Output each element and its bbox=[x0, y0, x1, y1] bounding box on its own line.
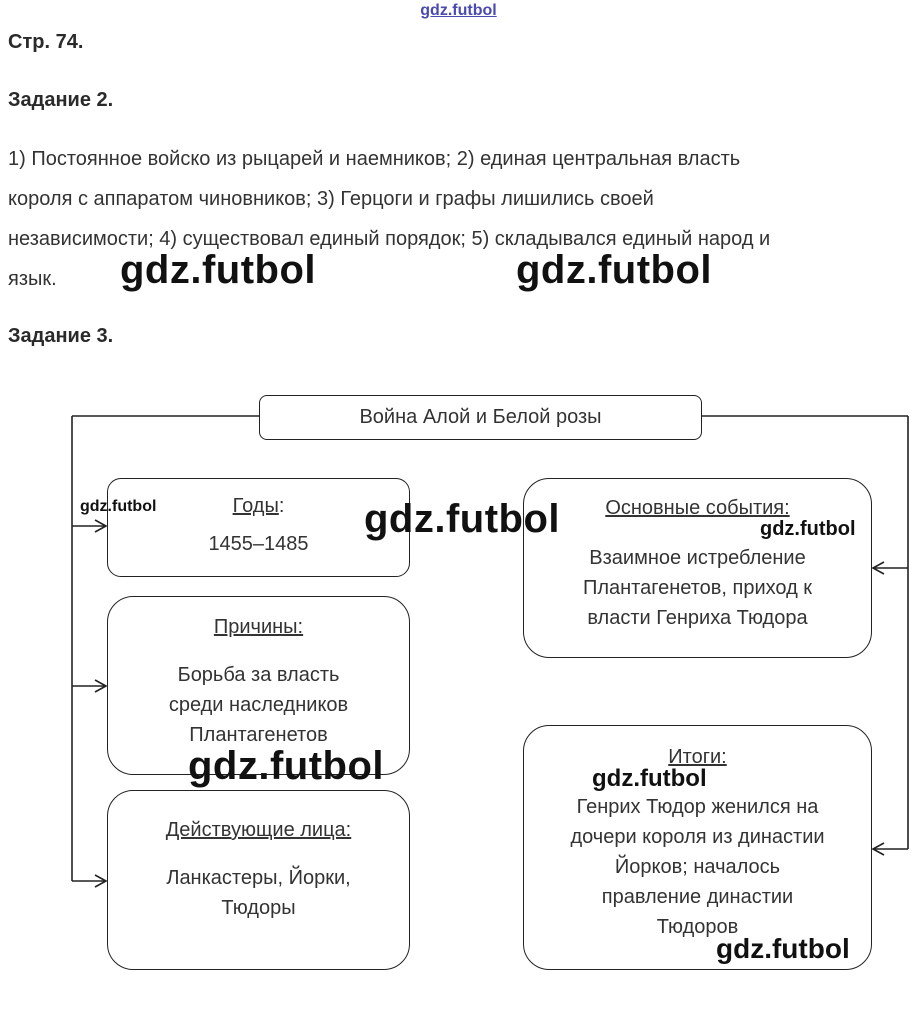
actors-box: Действующие лица: Ланкастеры, Йорки, Тюд… bbox=[107, 790, 410, 970]
results-title: Итоги: bbox=[668, 746, 727, 768]
years-title: Годы bbox=[232, 495, 279, 517]
watermark: gdz.futbol bbox=[120, 248, 317, 292]
answer-line: язык. bbox=[8, 268, 57, 290]
results-line: Тюдоров bbox=[656, 916, 739, 938]
answer-line: короля с аппаратом чиновников; 3) Герцог… bbox=[8, 188, 654, 210]
causes-line: среди наследников bbox=[168, 694, 349, 716]
watermark: gdz.futbol bbox=[716, 933, 850, 964]
results-line: правление династии bbox=[601, 886, 794, 908]
causes-line: Плантагенетов bbox=[189, 724, 328, 746]
results-line: Генрих Тюдор женился на bbox=[576, 796, 819, 818]
events-title: Основные события: bbox=[605, 497, 790, 519]
diagram-title: Война Алой и Белой розы bbox=[359, 406, 602, 428]
causes-line: Борьба за власть bbox=[177, 664, 340, 686]
events-box: Основные события: Взаимное истребление П… bbox=[523, 478, 872, 658]
watermark: gdz.futbol bbox=[592, 765, 707, 792]
watermark: gdz.futbol bbox=[364, 497, 561, 541]
years-title-colon: : bbox=[278, 495, 285, 517]
task-3-heading: Задание 3. bbox=[8, 325, 114, 347]
answer-line: 1) Постоянное войско из рыцарей и наемни… bbox=[8, 148, 741, 170]
watermark-top: gdz.futbol bbox=[420, 2, 497, 19]
events-line: власти Генриха Тюдора bbox=[587, 607, 808, 629]
events-line: Плантагенетов, приход к bbox=[582, 577, 813, 599]
watermark: gdz.futbol bbox=[80, 498, 157, 515]
actors-line: Тюдоры bbox=[221, 897, 296, 919]
actors-line: Ланкастеры, Йорки, bbox=[166, 867, 351, 889]
task-2-answer: 1) Постоянное войско из рыцарей и наемни… bbox=[8, 139, 898, 299]
answer-line: независимости; 4) существовал единый пор… bbox=[8, 228, 771, 250]
task-2-heading: Задание 2. bbox=[8, 89, 114, 111]
years-value: 1455–1485 bbox=[208, 533, 309, 555]
causes-title: Причины: bbox=[213, 616, 304, 638]
watermark: gdz.futbol bbox=[516, 248, 713, 292]
results-line: дочери короля из династии bbox=[570, 826, 825, 848]
watermark: gdz.futbol bbox=[188, 744, 385, 788]
results-line: Йорков; началось bbox=[614, 856, 781, 878]
diagram-title-box: Война Алой и Белой розы bbox=[259, 395, 702, 440]
watermark: gdz.futbol bbox=[760, 518, 856, 540]
years-box: Годы: 1455–1485 bbox=[107, 478, 410, 577]
causes-box: Причины: Борьба за власть среди наследни… bbox=[107, 596, 410, 775]
page-reference: Стр. 74. bbox=[8, 31, 84, 53]
results-box: Итоги: Генрих Тюдор женился на дочери ко… bbox=[523, 725, 872, 970]
events-line: Взаимное истребление bbox=[589, 547, 806, 569]
actors-title: Действующие лица: bbox=[165, 819, 352, 841]
